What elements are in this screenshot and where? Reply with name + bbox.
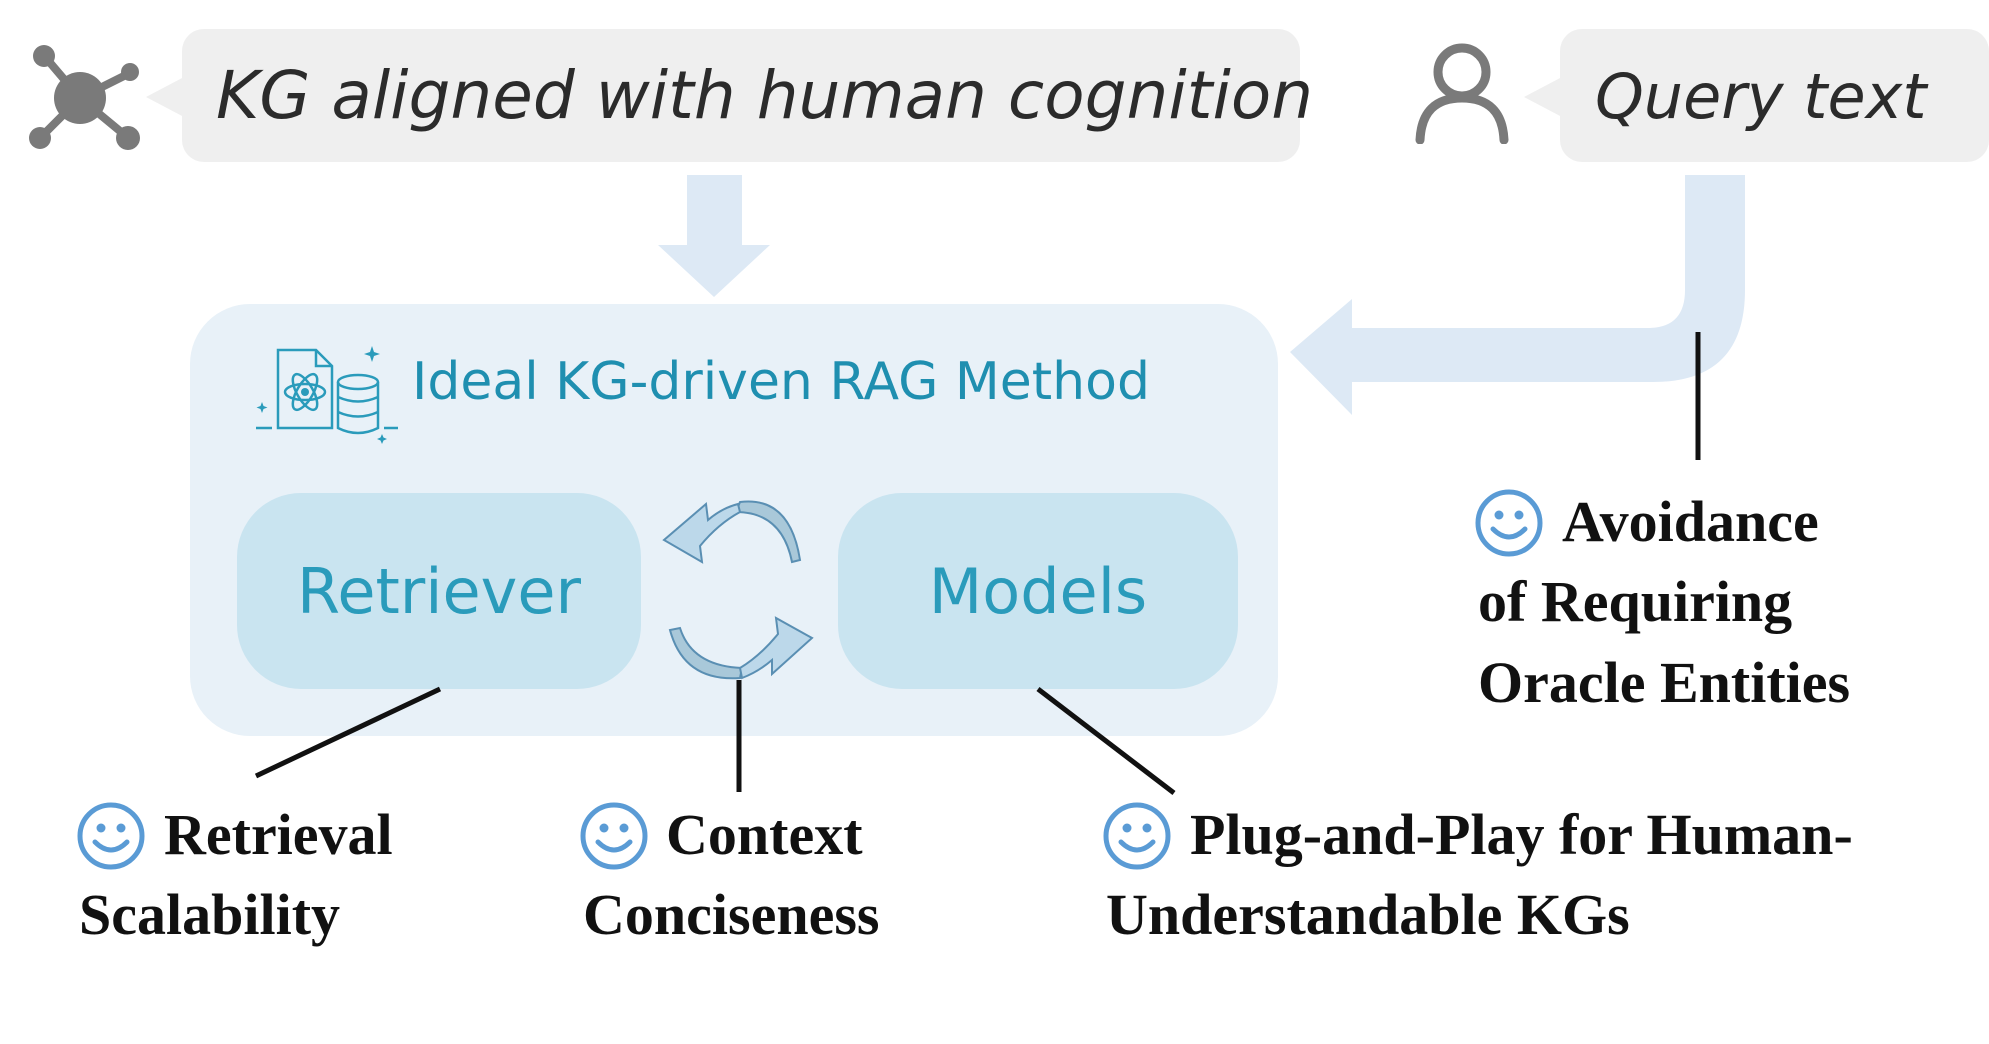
retriever-pill: Retriever bbox=[237, 493, 641, 689]
retrieval-property-line-1: Retrieval bbox=[164, 802, 393, 867]
user-icon bbox=[1415, 43, 1509, 144]
oracle-property-line-2: of Requiring bbox=[1478, 569, 1793, 634]
plug-property-line-2: Understandable KGs bbox=[1106, 882, 1630, 947]
smiley-icon bbox=[1103, 802, 1171, 870]
plug-property-line-1: Plug-and-Play for Human- bbox=[1190, 802, 1853, 867]
context-property-line-2: Conciseness bbox=[583, 882, 880, 947]
models-pill: Models bbox=[838, 493, 1238, 689]
query-to-method-arrow bbox=[1290, 175, 1745, 415]
knowledge-database-icon bbox=[256, 346, 398, 444]
oracle-property-line-3: Oracle Entities bbox=[1478, 650, 1851, 715]
smiley-icon bbox=[580, 802, 648, 870]
method-title: Ideal KG-driven RAG Method bbox=[412, 352, 1150, 412]
kg-input-text: KG aligned with human cognition bbox=[216, 57, 1314, 134]
models-label: Models bbox=[928, 554, 1148, 628]
query-input-text: Query text bbox=[1595, 60, 1927, 133]
query-bubble-tail bbox=[1524, 77, 1562, 117]
retrieval-property-line-2: Scalability bbox=[79, 882, 341, 947]
kg-input-bubble bbox=[182, 29, 1300, 162]
smiley-icon bbox=[1475, 489, 1543, 557]
smiley-icon bbox=[77, 802, 145, 870]
kg-down-arrow bbox=[658, 175, 770, 297]
cycle-arrows-icon bbox=[662, 500, 814, 680]
context-property-line-1: Context bbox=[666, 802, 863, 867]
retriever-label: Retriever bbox=[297, 554, 581, 628]
query-input-bubble bbox=[1560, 29, 1989, 162]
retriever-connector bbox=[254, 686, 442, 779]
kg-bubble-tail bbox=[146, 77, 184, 117]
oracle-property-line-1: Avoidance bbox=[1562, 489, 1819, 554]
models-connector bbox=[1036, 687, 1176, 795]
kg-network-icon bbox=[29, 45, 140, 150]
